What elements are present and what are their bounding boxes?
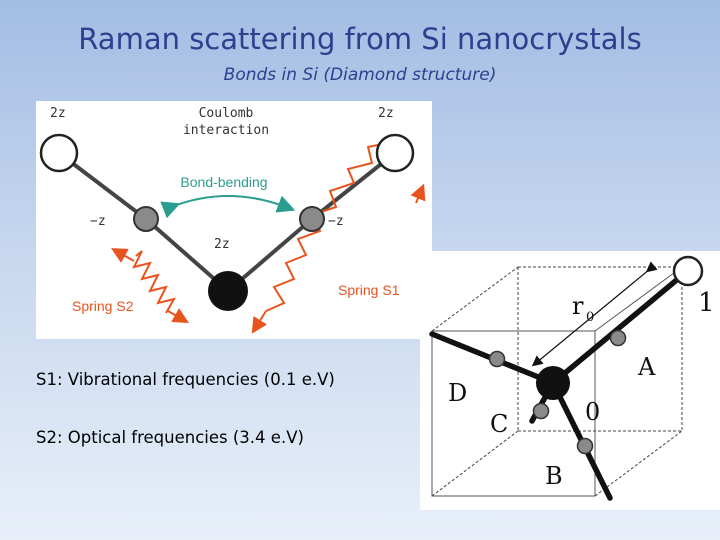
diamond-cube-svg: r 0 1 A D C 0 B [429, 255, 715, 501]
statement-s2: S2: Optical frequencies (3.4 e.V) [36, 428, 304, 447]
label-d: D [448, 379, 467, 407]
statement-s1: S1: Vibrational frequencies (0.1 e.V) [36, 370, 335, 389]
atom-1 [672, 255, 704, 287]
coulomb-label: interaction [183, 123, 269, 138]
spring-s2-arrow [111, 248, 135, 263]
charge-label: −z [90, 214, 106, 229]
slide-subtitle: Bonds in Si (Diamond structure) [223, 65, 497, 85]
label-a: A [637, 353, 656, 381]
coulomb-label: Coulomb [199, 106, 254, 121]
atom-0 [536, 366, 570, 400]
spring-s2-arrow [167, 308, 189, 323]
bond-model-svg: 2z 2z Coulomb interaction Bond-bending −… [39, 106, 426, 334]
label-1: 1 [698, 288, 715, 318]
bond-bending-arrow [160, 195, 296, 219]
spring-s1-arrow [410, 183, 426, 204]
diamond-cube-diagram: r 0 1 A D C 0 B [420, 251, 720, 510]
label-r0-subscript: 0 [586, 310, 594, 325]
charge-label: 2z [214, 237, 230, 252]
atom-a [609, 329, 627, 347]
atom-mid-right [299, 206, 325, 232]
charge-label: −z [328, 214, 344, 229]
label-c: C [490, 410, 508, 438]
atom-c [532, 402, 550, 420]
label-b: B [545, 462, 563, 490]
spring-s2-label: Spring S2 [72, 298, 134, 314]
atom-mid-left [133, 206, 159, 232]
bond-model-diagram: 2z 2z Coulomb interaction Bond-bending −… [36, 101, 432, 339]
atom-center [208, 271, 248, 311]
spring-s2-coil [132, 250, 177, 314]
label-0: 0 [585, 398, 600, 426]
label-r0: r [572, 292, 584, 320]
bond-bending-label: Bond-bending [180, 174, 267, 190]
atom-b [576, 437, 594, 455]
atom-d [488, 350, 506, 368]
r0-arrow [531, 261, 658, 367]
charge-label: 2z [378, 106, 394, 121]
atom-top-left [39, 133, 79, 173]
charge-label: 2z [50, 106, 66, 121]
spring-s1-arrow [251, 310, 268, 334]
spring-s1-label: Spring S1 [338, 282, 400, 298]
atom-top-right [375, 133, 415, 173]
slide-title: Raman scattering from Si nanocrystals [78, 22, 642, 56]
